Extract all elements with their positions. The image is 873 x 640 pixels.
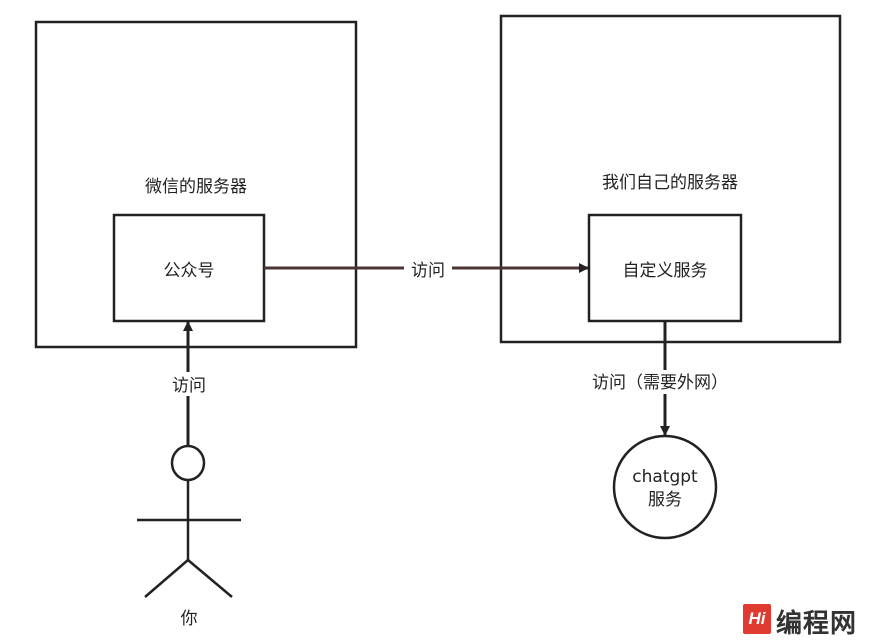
watermark-text: 编程网 (776, 609, 858, 639)
chatgpt-label-line1: chatgpt (632, 467, 698, 487)
chatgpt-label-line2: 服务 (648, 490, 682, 510)
account-to-service-label: 访问 (411, 261, 445, 281)
user-stick-figure-icon (137, 444, 241, 598)
custom-service-label: 自定义服务 (623, 261, 708, 281)
official-account-label: 公众号 (164, 261, 215, 281)
our-server-label: 我们自己的服务器 (602, 173, 738, 193)
user-to-account-label: 访问 (172, 376, 206, 396)
wechat-server-label: 微信的服务器 (145, 177, 247, 197)
chatgpt-node (612, 434, 718, 540)
user-label: 你 (181, 609, 198, 629)
our-server-box (499, 14, 842, 344)
wechat-server-box (34, 20, 358, 349)
service-to-chatgpt-label: 访问（需要外网） (592, 373, 728, 393)
watermark-logo: Hi (743, 604, 771, 634)
